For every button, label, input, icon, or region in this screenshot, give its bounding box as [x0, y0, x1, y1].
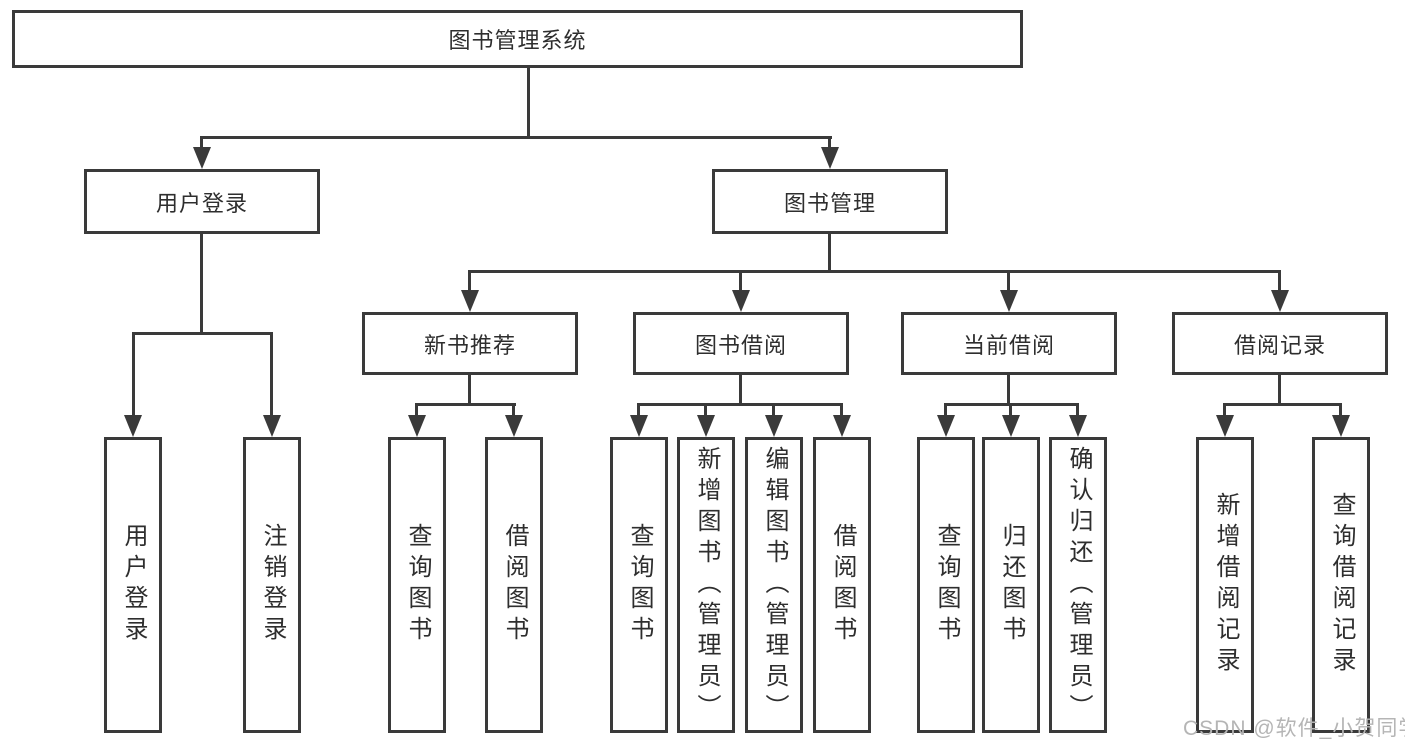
leaf-user-login: 用户登录: [104, 437, 162, 733]
connector-group-trunk: [468, 372, 471, 405]
connector-stem: [468, 270, 471, 292]
leaf-query-books: 查询图书: [610, 437, 668, 733]
connector-stem: [840, 403, 843, 417]
connector-stem: [739, 270, 742, 292]
connector-stem: [132, 332, 135, 417]
arrowhead-down: [1002, 415, 1020, 437]
node-new-book-recommend: 新书推荐: [362, 312, 578, 375]
connector-stem: [704, 403, 707, 417]
connector-stem: [1076, 403, 1079, 417]
arrowhead-down: [765, 415, 783, 437]
node-user-login: 用户登录: [84, 169, 320, 234]
leaf-query-books: 查询图书: [388, 437, 446, 733]
node-book-management: 图书管理: [712, 169, 948, 234]
connector-group-trunk: [1007, 372, 1010, 405]
connector-level2-rail: [200, 136, 832, 139]
leaf-query-borrow-record: 查询借阅记录: [1312, 437, 1370, 733]
leaf-add-book-admin: 新增图书（管理员）: [677, 437, 735, 733]
watermark: CSDN @软件_小贺同学: [1183, 717, 1405, 740]
leaf-query-books: 查询图书: [917, 437, 975, 733]
connector-root-trunk: [527, 67, 530, 138]
connector-bookmgmt-trunk: [828, 230, 831, 272]
arrowhead-down: [1000, 290, 1018, 312]
leaf-borrow-books: 借阅图书: [485, 437, 543, 733]
connector-stem: [1009, 403, 1012, 417]
connector-stem: [1223, 403, 1226, 417]
arrowhead-down: [1271, 290, 1289, 312]
connector-stem: [200, 136, 203, 149]
leaf-edit-book-admin: 编辑图书（管理员）: [745, 437, 803, 733]
arrowhead-down: [1216, 415, 1234, 437]
connector-stem: [944, 403, 947, 417]
arrowhead-down: [408, 415, 426, 437]
arrowhead-down: [630, 415, 648, 437]
connector-stem: [1278, 270, 1281, 292]
connector-stem: [1007, 270, 1010, 292]
connector-group-trunk: [1278, 372, 1281, 405]
arrowhead-down: [263, 415, 281, 437]
connector-stem: [270, 332, 273, 417]
arrowhead-down: [833, 415, 851, 437]
connector-group-rail: [415, 403, 516, 406]
arrowhead-down: [124, 415, 142, 437]
node-library-system: 图书管理系统: [12, 10, 1023, 68]
connector-userlogin-trunk: [200, 230, 203, 334]
leaf-return-books: 归还图书: [982, 437, 1040, 733]
leaf-add-borrow-record: 新增借阅记录: [1196, 437, 1254, 733]
node-book-borrowing: 图书借阅: [633, 312, 849, 375]
connector-level3-rail: [468, 270, 1281, 273]
node-current-borrowing: 当前借阅: [901, 312, 1117, 375]
arrowhead-down: [193, 147, 211, 169]
connector-group-rail: [1223, 403, 1342, 406]
arrowhead-down: [1332, 415, 1350, 437]
connector-stem: [637, 403, 640, 417]
leaf-logout: 注销登录: [243, 437, 301, 733]
connector-stem: [828, 136, 831, 149]
arrowhead-down: [821, 147, 839, 169]
connector-stem: [415, 403, 418, 417]
connector-userlogin-rail: [132, 332, 273, 335]
arrowhead-down: [732, 290, 750, 312]
arrowhead-down: [697, 415, 715, 437]
connector-stem: [1339, 403, 1342, 417]
connector-group-rail: [637, 403, 843, 406]
arrowhead-down: [937, 415, 955, 437]
connector-stem: [772, 403, 775, 417]
arrowhead-down: [461, 290, 479, 312]
leaf-borrow-books: 借阅图书: [813, 437, 871, 733]
connector-group-trunk: [739, 372, 742, 405]
arrowhead-down: [505, 415, 523, 437]
connector-stem: [512, 403, 515, 417]
node-borrow-records: 借阅记录: [1172, 312, 1388, 375]
leaf-confirm-return-admin: 确认归还（管理员）: [1049, 437, 1107, 733]
arrowhead-down: [1069, 415, 1087, 437]
